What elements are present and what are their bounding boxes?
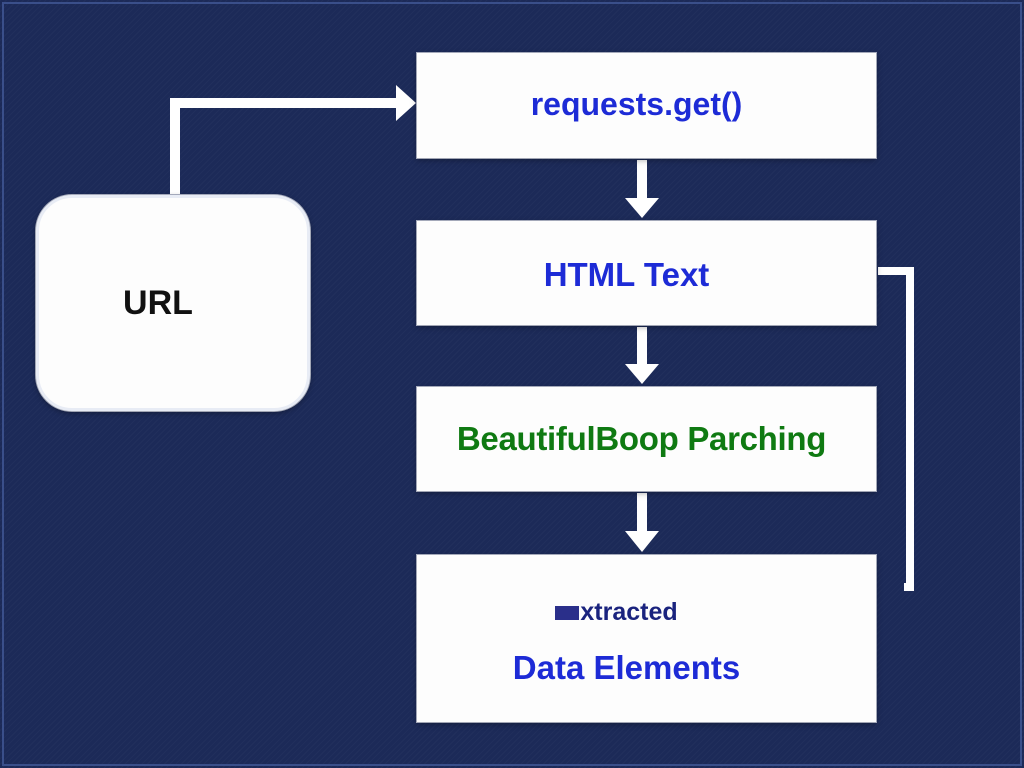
feedback-line — [878, 267, 914, 591]
url-label: URL — [123, 283, 193, 322]
data-elements-label: Data Elements — [512, 649, 741, 686]
extracted-label: xtracted — [580, 598, 678, 626]
request-node: requests.get() — [417, 53, 876, 158]
parsing-node: BeautifulBoop Parching — [417, 387, 876, 491]
extracted-line: xtracted — [555, 598, 678, 627]
arrow-html-to-parsing — [625, 327, 659, 384]
html-text-label: HTML Text — [543, 256, 710, 293]
arrow-url-to-request — [170, 85, 416, 194]
text-cursor-block — [555, 605, 580, 620]
arrow-request-to-html — [625, 160, 659, 218]
arrow-parsing-to-data — [625, 493, 659, 552]
html-text-node: HTML Text — [417, 221, 876, 325]
request-label: requests.get() — [530, 86, 743, 122]
url-node: URL — [36, 195, 310, 411]
parsing-label: BeautifulBoop Parching — [456, 420, 827, 457]
data-elements-node: xtracted Data Elements — [417, 555, 876, 722]
